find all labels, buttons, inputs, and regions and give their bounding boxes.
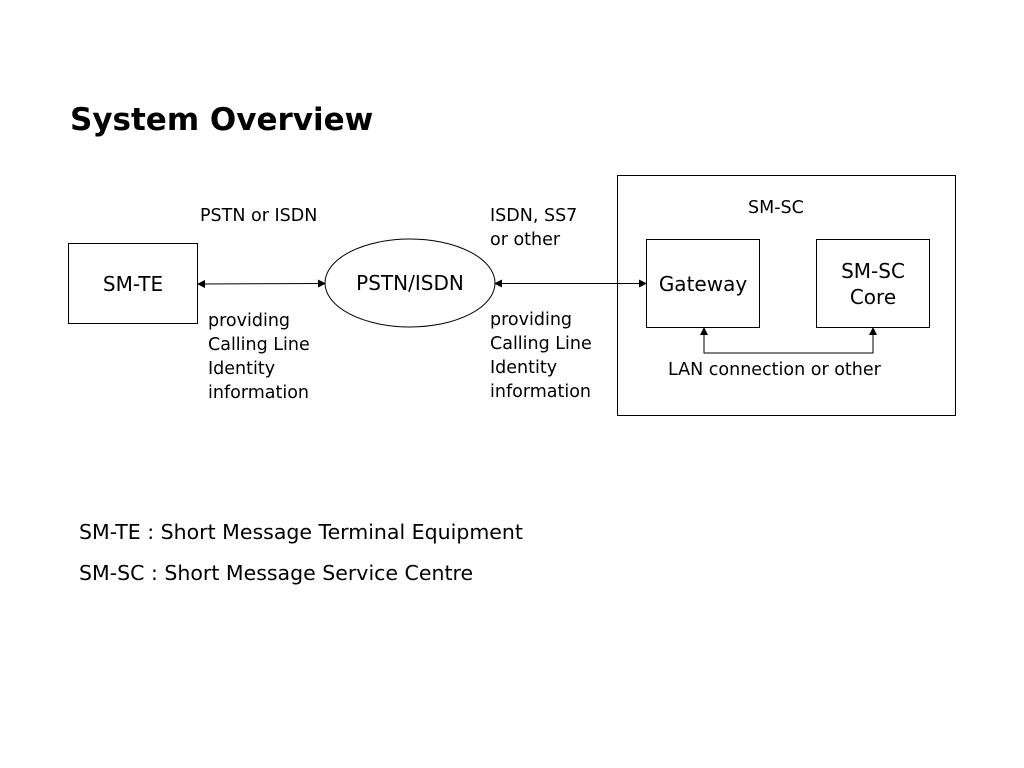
label-pstn-or-isdn: PSTN or ISDN [200, 206, 318, 226]
label-line: ISDN, SS7 [490, 206, 578, 226]
smsc-core-line1: SM-SC [841, 258, 905, 283]
arrow-lan-connection [700, 327, 877, 354]
label-line: Identity [490, 358, 558, 378]
label-line: Calling Line [208, 335, 310, 355]
legend-sm-sc: SM-SC : Short Message Service Centre [79, 561, 474, 585]
smsc-container-label: SM-SC [748, 198, 804, 218]
page-title: System Overview [70, 102, 374, 138]
label-line: providing [208, 311, 291, 331]
label-line: or other [490, 230, 561, 250]
label-right-calling-line: providing Calling Line Identity informat… [490, 308, 592, 404]
label-line: Calling Line [490, 334, 592, 354]
smsc-container-box [617, 175, 956, 416]
node-sm-te: SM-TE [102, 271, 164, 296]
arrow-smte-pstn [197, 279, 326, 288]
label-line: information [490, 382, 592, 402]
legend-sm-te: SM-TE : Short Message Terminal Equipment [79, 520, 523, 544]
label-left-calling-line: providing Calling Line Identity informat… [208, 309, 310, 405]
node-gateway: Gateway [658, 271, 748, 296]
label-line: providing [490, 310, 573, 330]
label-line: Identity [208, 359, 276, 379]
smsc-core-line2: Core [849, 284, 897, 309]
label-lan-connection: LAN connection or other [668, 360, 881, 380]
label-isdn-ss7: ISDN, SS7 or other [490, 204, 577, 252]
label-line: information [208, 383, 310, 403]
node-smsc-core: SM-SC Core [817, 240, 929, 327]
node-pstn-isdn: PSTN/ISDN [356, 271, 464, 295]
